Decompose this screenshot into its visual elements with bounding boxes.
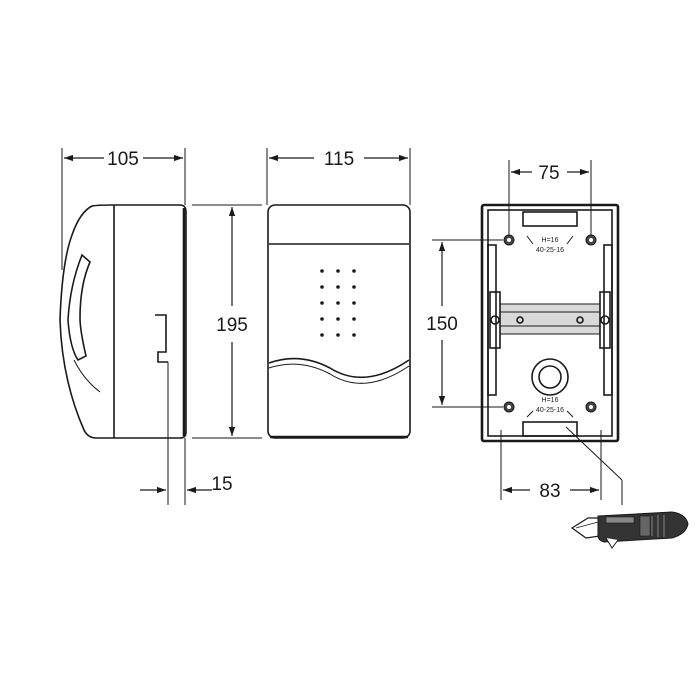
top-code-label: 40-25-16 — [536, 247, 564, 254]
utility-knife-icon — [570, 511, 689, 549]
rail-offset-label: 15 — [211, 474, 232, 495]
back-vertical-spacing-label: 150 — [426, 314, 458, 335]
height-label: 195 — [216, 315, 248, 336]
back-housing — [480, 203, 620, 443]
top-label-marks — [526, 235, 574, 245]
side-lid-handle — [67, 253, 91, 362]
cable-knockout-outer — [531, 358, 569, 396]
back-top-slot — [522, 211, 578, 227]
front-housing — [267, 204, 411, 439]
bottom-label-marks — [526, 410, 574, 418]
rail-bracket-left — [489, 291, 501, 349]
mount-screw-top-left — [503, 234, 515, 246]
din-rail — [499, 303, 601, 335]
rail-hole-right — [576, 316, 584, 324]
knife-leader-line — [565, 426, 623, 481]
top-h-label: H=16 — [542, 237, 559, 244]
side-lid-curve — [73, 359, 101, 393]
back-right-rail — [603, 244, 613, 396]
bracket-screw-left — [490, 315, 500, 325]
back-bottom-slot — [522, 421, 578, 437]
back-left-rail — [487, 244, 497, 396]
back-top-spacing-label: 75 — [538, 163, 559, 184]
back-bottom-spacing-label: 83 — [539, 481, 560, 502]
mount-screw-bottom-right — [585, 401, 597, 413]
side-view: 105 15 — [59, 148, 233, 505]
mount-screw-top-right — [585, 234, 597, 246]
back-view: 75 — [426, 160, 623, 505]
front-view: 115 — [266, 148, 411, 439]
rail-bracket-right — [599, 291, 611, 349]
height-dimension: 195 — [192, 204, 262, 439]
front-wave-top — [268, 357, 410, 379]
mount-screw-bottom-left — [503, 401, 515, 413]
side-depth-label: 105 — [107, 149, 139, 170]
cable-knockout-inner — [538, 365, 562, 389]
bracket-screw-right — [600, 315, 610, 325]
bottom-h-label: H=16 — [542, 397, 559, 404]
front-width-label: 115 — [324, 149, 354, 170]
rail-hole-left — [516, 316, 524, 324]
side-rail-clip — [155, 314, 168, 363]
front-wave-bottom — [268, 363, 410, 384]
vent-dots — [320, 269, 356, 337]
side-housing — [59, 204, 187, 439]
bottom-code-label: 40-25-16 — [536, 407, 564, 414]
